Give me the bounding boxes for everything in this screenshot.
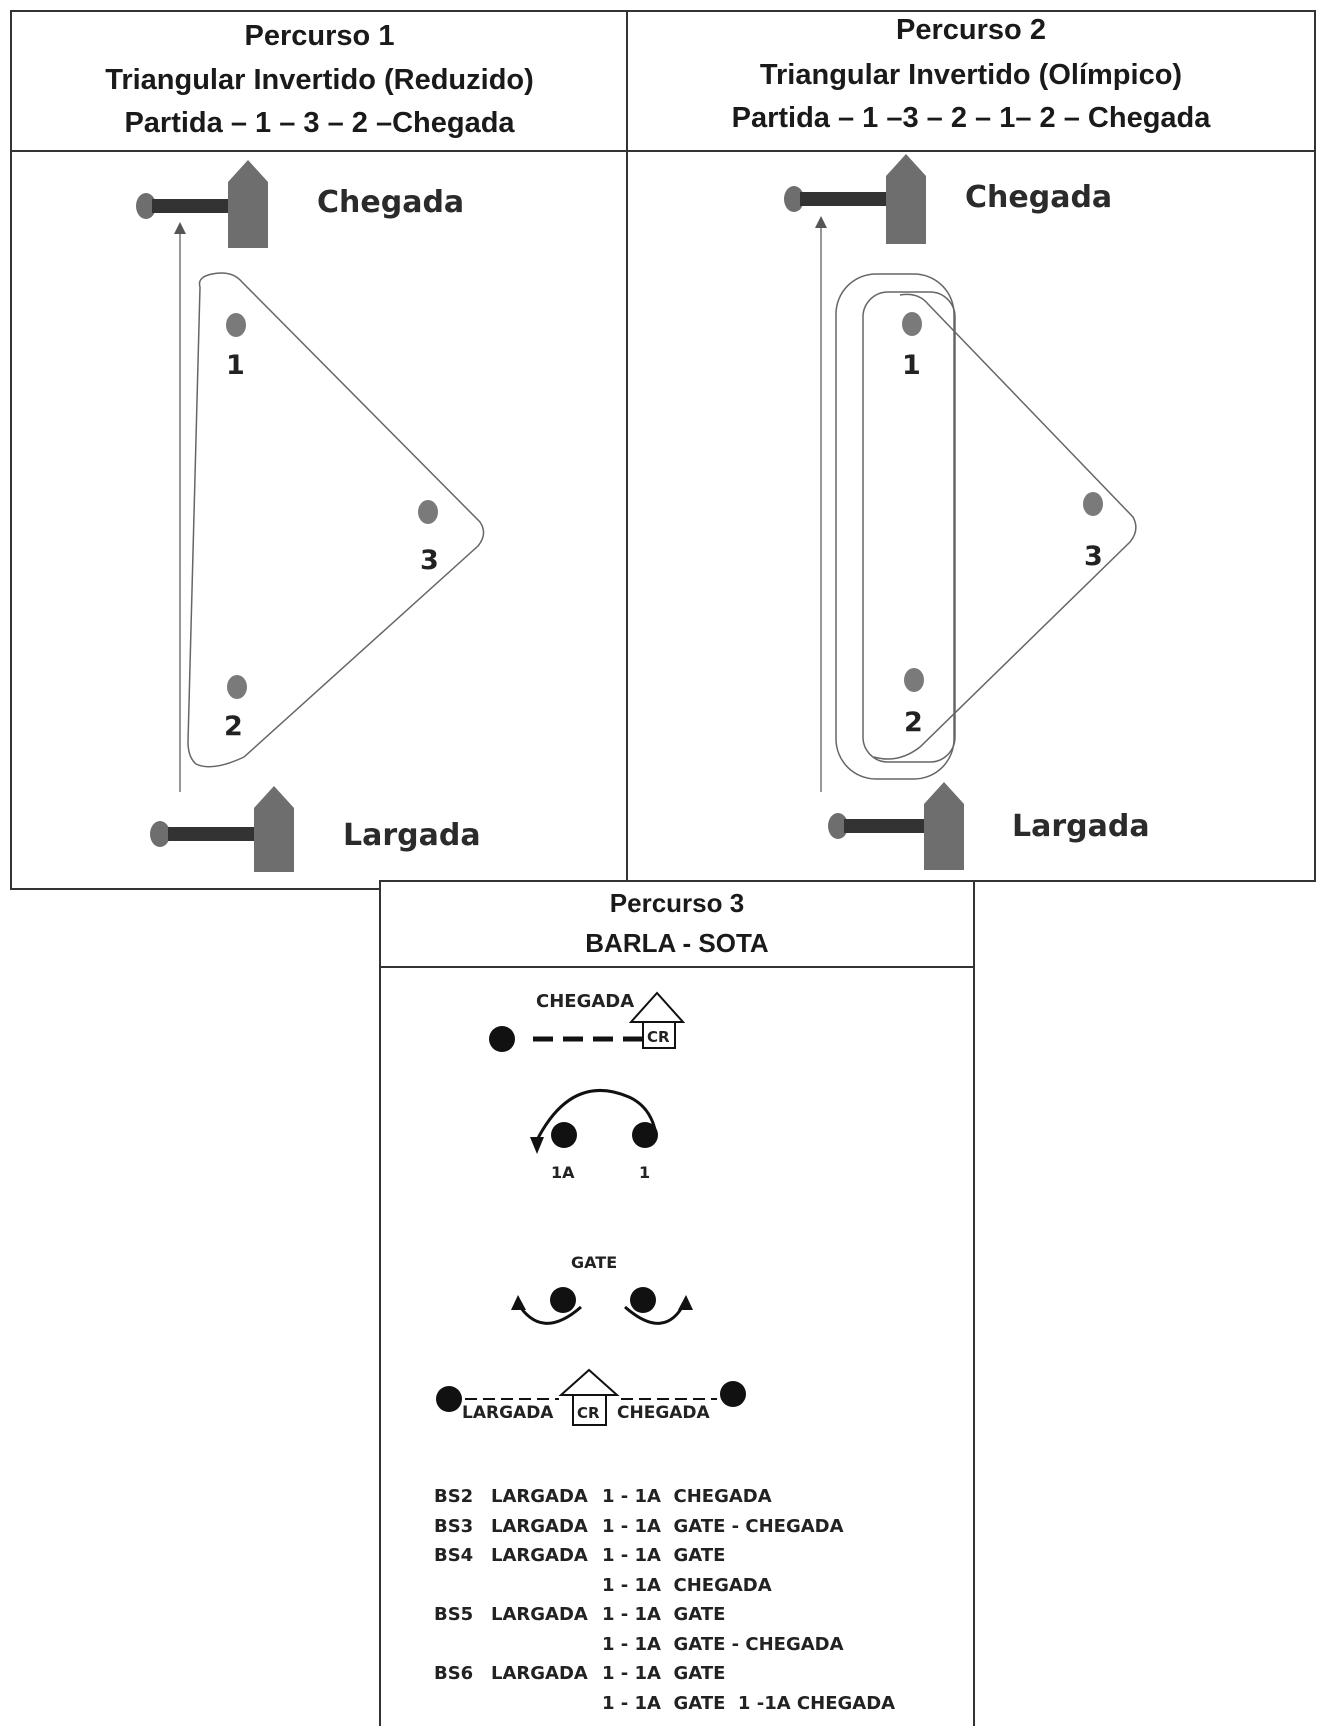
mark-2-icon <box>904 668 924 692</box>
finish-label: CHEGADA <box>617 1403 711 1423</box>
sequence-start: LARGADA <box>491 1486 588 1508</box>
mark-1-icon <box>226 313 246 337</box>
start-pin-mark-icon <box>436 1386 462 1412</box>
sequence-row: BS6 LARGADA 1 - 1A GATE <box>434 1659 895 1689</box>
sequence-row: 1 - 1A GATE 1 -1A CHEGADA <box>434 1689 895 1719</box>
gate-left-mark-icon <box>550 1287 576 1313</box>
mark-3-icon <box>1083 492 1103 516</box>
top-finish-label: CHEGADA <box>536 991 634 1012</box>
finish-pin-mark-icon <box>720 1381 746 1407</box>
mark-1a-icon <box>551 1122 577 1148</box>
sequence-code: BS2 <box>434 1486 474 1508</box>
course-1-start-label: Largada <box>343 818 481 853</box>
course-2-title: Percurso 2 <box>896 14 1046 46</box>
course-2-panel: Percurso 2 Triangular Invertido (Olímpic… <box>626 10 1316 882</box>
sequence-row: 1 - 1A CHEGADA <box>434 1571 895 1601</box>
course-2-start-label: Largada <box>1012 809 1150 844</box>
sequence-row: BS5 LARGADA 1 - 1A GATE <box>434 1600 895 1630</box>
course-1-finish-label: Chegada <box>317 185 464 220</box>
course-sequences-list: BS2 LARGADA 1 - 1A CHEGADA BS3 LARGADA 1… <box>434 1482 895 1718</box>
mark-2-icon <box>227 675 247 699</box>
committee-label-top: CR <box>647 1028 670 1046</box>
mark-1-icon <box>902 312 922 336</box>
sequence-code: BS6 <box>434 1663 474 1685</box>
course-2-header: Percurso 2 Triangular Invertido (Olímpic… <box>628 12 1314 152</box>
course-2-start-boat-icon <box>924 782 964 870</box>
course-1-finish-boat-icon <box>228 160 268 248</box>
mark-3-label: 3 <box>1084 541 1103 572</box>
course-3-header: Percurso 3 BARLA - SOTA <box>381 882 973 968</box>
mark-3-label: 3 <box>420 545 439 576</box>
sequence-start: LARGADA <box>491 1515 588 1537</box>
sequence-code: BS5 <box>434 1604 474 1626</box>
mark-1-icon <box>632 1122 658 1148</box>
course-2-finish-boat-icon <box>886 154 926 244</box>
course-1-route <box>187 272 485 768</box>
gate-right-mark-icon <box>630 1287 656 1313</box>
course-1-start-line <box>150 786 294 872</box>
course-2-subtitle: Triangular Invertido (Olímpico) <box>759 59 1183 91</box>
sequence-start: LARGADA <box>491 1545 588 1567</box>
gate-label: GATE <box>571 1253 617 1272</box>
mark-3-icon <box>418 500 438 524</box>
sequence-row: BS2 LARGADA 1 - 1A CHEGADA <box>434 1482 895 1512</box>
mark-1-label: 1 <box>902 350 921 381</box>
sequence-rest: 1 - 1A GATE - CHEGADA <box>602 1515 844 1537</box>
sequence-start: LARGADA <box>491 1604 588 1626</box>
course-2-finish-line <box>784 154 926 244</box>
course-1-title: Percurso 1 <box>244 20 395 52</box>
course-3-subtitle: BARLA - SOTA <box>585 928 769 958</box>
course-2-finish-label: Chegada <box>965 180 1112 215</box>
start-label: LARGADA <box>462 1403 554 1423</box>
course-1-panel: Percurso 1 Triangular Invertido (Reduzid… <box>10 10 629 890</box>
mark-2-label: 2 <box>224 711 243 742</box>
sequence-rest: 1 - 1A GATE 1 -1A CHEGADA <box>602 1692 896 1714</box>
course-3-panel: Percurso 3 BARLA - SOTA CHEGADA CR 1A 1 … <box>379 880 975 1726</box>
rounding-arrow <box>534 1088 658 1143</box>
course-1-start-boat-icon <box>254 786 294 872</box>
committee-boat-bottom-icon <box>558 1368 620 1426</box>
course-1-sequence: Partida – 1 – 3 – 2 –Chegada <box>124 107 515 139</box>
course-2-sequence: Partida – 1 –3 – 2 – 1– 2 – Chegada <box>731 102 1211 134</box>
course-3-title: Percurso 3 <box>609 888 745 918</box>
sequence-row: BS4 LARGADA 1 - 1A GATE <box>434 1541 895 1571</box>
course-2-diagram: Chegada 1 3 2 Largada <box>784 154 1150 870</box>
course-2-outer-loop <box>835 273 955 780</box>
sequence-row: 1 - 1A GATE - CHEGADA <box>434 1630 895 1660</box>
sequence-code: BS3 <box>434 1515 474 1537</box>
sequence-rest: 1 - 1A GATE <box>602 1663 726 1685</box>
sequence-start: LARGADA <box>491 1663 588 1685</box>
sequence-rest: 1 - 1A GATE <box>602 1604 726 1626</box>
sequence-rest: 1 - 1A CHEGADA <box>602 1486 772 1508</box>
sequence-rest: 1 - 1A GATE - CHEGADA <box>602 1633 844 1655</box>
course-1-header: Percurso 1 Triangular Invertido (Reduzid… <box>12 12 627 152</box>
course-2-start-line <box>828 782 964 870</box>
course-1-subtitle: Triangular Invertido (Reduzido) <box>105 64 534 96</box>
finish-mark-icon <box>489 1026 515 1052</box>
course-1-diagram: Chegada 1 3 2 Largada <box>136 160 485 872</box>
mark-1a-label: 1A <box>551 1163 575 1182</box>
course-1-finish-line <box>136 160 268 248</box>
committee-label-bottom: CR <box>577 1404 600 1422</box>
mark-2-label: 2 <box>904 707 923 738</box>
committee-boat-top-icon <box>628 991 686 1049</box>
course-2-route <box>873 293 1137 760</box>
mark-1-label: 1 <box>639 1163 650 1182</box>
sequence-rest: 1 - 1A GATE <box>602 1545 726 1567</box>
sequence-rest: 1 - 1A CHEGADA <box>602 1574 772 1596</box>
course-3-diagram: CHEGADA CR 1A 1 GATE CR LARGAD <box>436 991 746 1426</box>
sequence-code: BS4 <box>434 1545 474 1567</box>
course-2-inner-loop <box>862 291 956 763</box>
sequence-row: BS3 LARGADA 1 - 1A GATE - CHEGADA <box>434 1512 895 1542</box>
mark-1-label: 1 <box>226 350 245 381</box>
